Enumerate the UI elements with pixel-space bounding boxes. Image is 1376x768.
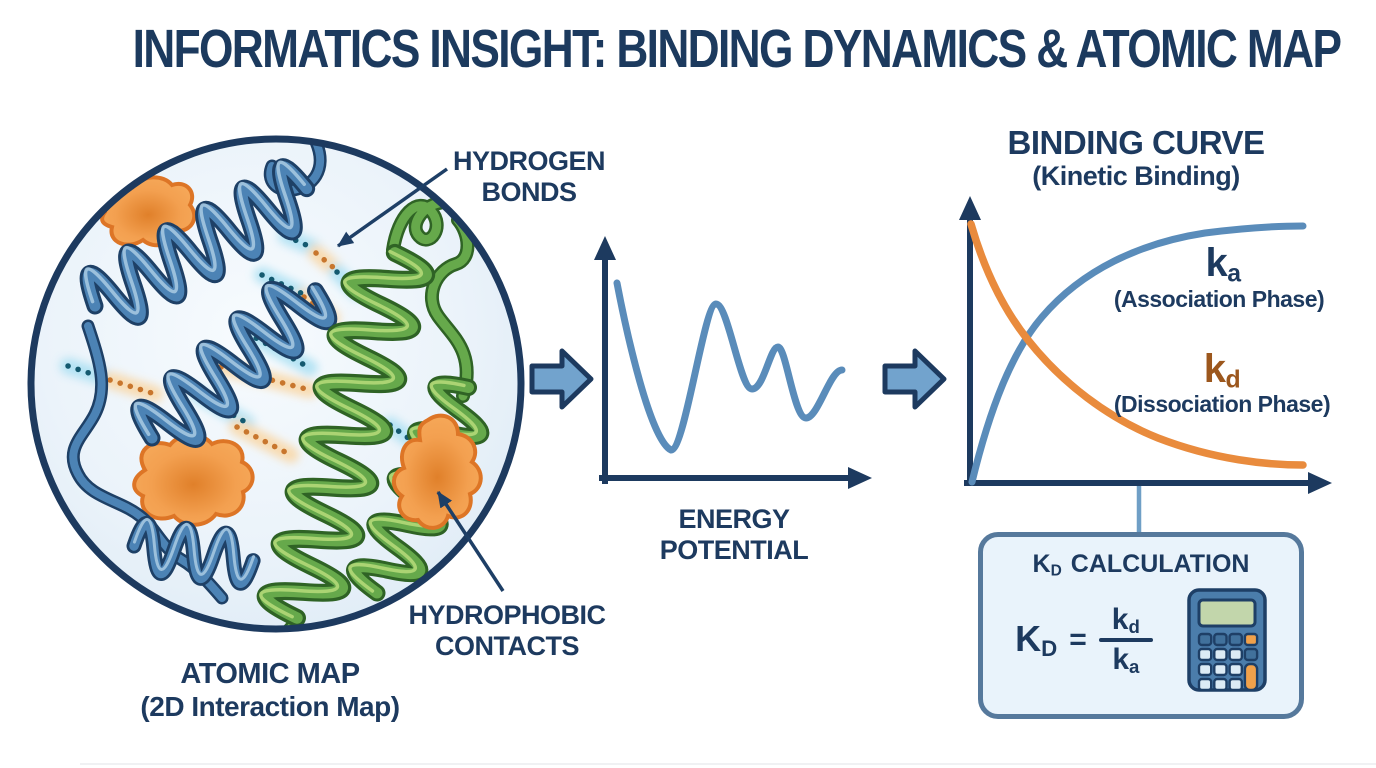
- binding-curve-chart: [959, 196, 1332, 532]
- page-title-row: INFORMATICS INSIGHT: BINDING DYNAMICS & …: [0, 18, 1376, 80]
- atomic-map-caption: ATOMIC MAP (2D Interaction Map): [140, 658, 400, 722]
- hydrophobic-blob-bottom-left: [132, 433, 255, 527]
- ka-curve: [968, 222, 1307, 486]
- kd-label: kd: [1203, 347, 1241, 394]
- binding-x-arrowhead: [1308, 472, 1332, 494]
- green-strand-right: [425, 213, 475, 403]
- hydrophobic-contacts-arrow: [436, 491, 505, 592]
- page-title: INFORMATICS INSIGHT: BINDING DYNAMICS & …: [132, 19, 1342, 79]
- bottom-divider: [80, 763, 1376, 765]
- hydrophobic-contacts-label: HYDROPHOBIC CONTACTS: [408, 600, 606, 661]
- hydrogen-bonds-label: HYDROGEN BONDS: [452, 146, 606, 207]
- energy-potential-caption: ENERGY POTENTIAL: [659, 504, 809, 565]
- hydrogen-bonds-arrow: [336, 167, 449, 248]
- flow-arrow-2: [882, 348, 947, 410]
- atomic-map-circle-border: [27, 135, 525, 633]
- ka-phase-label: (Association Phase): [1113, 286, 1325, 312]
- hydrophobic-blob-right: [392, 413, 483, 530]
- energy-potential-chart: [594, 236, 872, 489]
- atomic-map-contents: [60, 142, 490, 626]
- blue-helix-top: [79, 158, 316, 326]
- energy-curve: [613, 279, 846, 454]
- kd-phase-label: (Dissociation Phase): [1113, 391, 1331, 417]
- kd-formula: KD = kd ka: [1015, 604, 1153, 677]
- kd-curve: [967, 220, 1307, 469]
- flow-arrow-1: [529, 348, 594, 410]
- energy-x-arrowhead: [848, 467, 872, 489]
- energy-y-arrowhead: [594, 236, 616, 260]
- blue-strand-left: [66, 319, 229, 605]
- ka-label: ka: [1205, 241, 1241, 288]
- kd-formula-row: KD = kd ka: [983, 588, 1299, 693]
- binding-curve-title: BINDING CURVE (Kinetic Binding): [1007, 124, 1265, 192]
- blue-helix-middle: [130, 280, 338, 448]
- fraction-bar: [1098, 638, 1153, 643]
- calculator-icon: [1187, 588, 1267, 693]
- blue-helix-bottom: [126, 516, 261, 591]
- binding-y-arrowhead: [959, 196, 981, 220]
- green-helix-main: [256, 243, 436, 626]
- kd-fraction: kd ka: [1098, 604, 1153, 677]
